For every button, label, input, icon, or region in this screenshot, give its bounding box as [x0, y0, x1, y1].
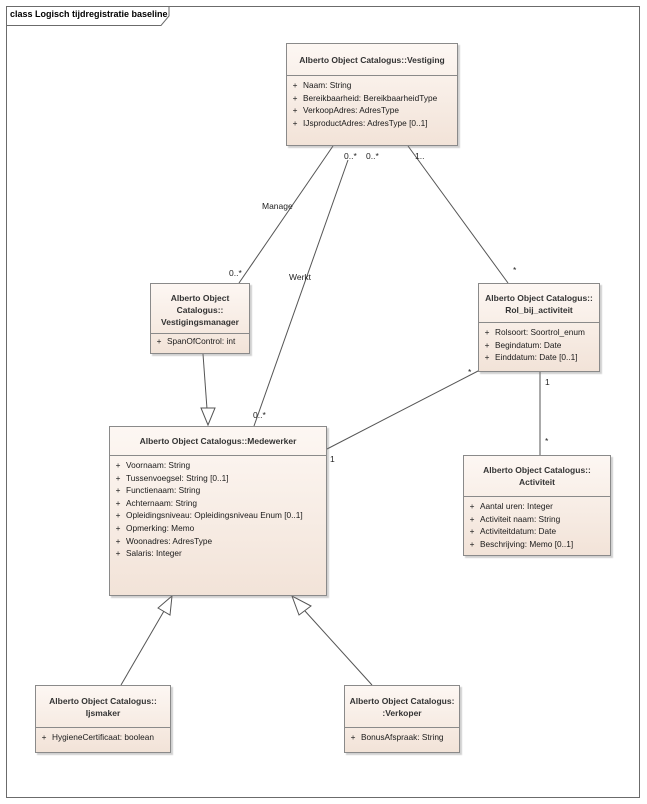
attribute: +Begindatum: Date — [484, 339, 562, 350]
werkt-source-multiplicity: 0..* — [344, 151, 357, 161]
class-vestiging-attributes: +Naam: String +Bereikbaarheid: Bereikbaa… — [287, 76, 457, 133]
vestiging-rol-association-line — [407, 145, 509, 284]
attribute: +Achternaam: String — [115, 497, 198, 508]
class-activiteit-attributes: +Aantal uren: Integer +Activiteit naam: … — [464, 497, 610, 554]
class-ijsmaker-name: Alberto Object Catalogus:: Ijsmaker — [36, 686, 170, 728]
ijsmaker-generalization-line — [120, 610, 165, 686]
vestiging-rol-target-multiplicity: * — [513, 265, 517, 275]
verkoper-generalization-line — [304, 610, 373, 686]
attribute: +IJsproductAdres: AdresType [0..1] — [292, 117, 428, 128]
rol-medewerker-association-line — [326, 369, 481, 450]
attribute: +BonusAfspraak: String — [350, 732, 444, 742]
class-medewerker[interactable]: Alberto Object Catalogus::Medewerker +Vo… — [109, 426, 327, 596]
attribute: +Opleidingsniveau: Opleidingsniveau Enum… — [115, 510, 303, 521]
attribute: +Tussenvoegsel: String [0..1] — [115, 472, 229, 483]
werkt-association-label: Werkt — [289, 272, 312, 282]
verkoper-generalization-arrowhead — [291, 594, 312, 616]
attribute: +Aantal uren: Integer — [469, 501, 553, 511]
vestiging-rol-source-multiplicity: 1.. — [415, 151, 425, 161]
class-rol-bij-activiteit-attributes: +Rolsoort: Soortrol_enum +Begindatum: Da… — [479, 323, 599, 368]
class-ijsmaker-attributes: +HygieneCertificaat: boolean — [36, 728, 170, 748]
class-verkoper-attributes: +BonusAfspraak: String — [345, 728, 459, 748]
attribute: +Einddatum: Date [0..1] — [484, 352, 578, 363]
vestigingsmanager-generalization-arrowhead — [200, 407, 216, 427]
diagram-frame-tab — [6, 6, 176, 26]
attribute: +Rolsoort: Soortrol_enum — [484, 327, 585, 337]
rol-activiteit-target-multiplicity: * — [545, 436, 549, 446]
rol-medewerker-target-multiplicity: 1 — [330, 454, 335, 464]
class-rol-bij-activiteit-name: Alberto Object Catalogus:: Rol_bij_activ… — [479, 284, 599, 323]
attribute: +Beschrijving: Memo [0..1] — [469, 538, 574, 549]
manage-association-line — [238, 145, 334, 284]
attribute: +HygieneCertificaat: boolean — [41, 732, 154, 742]
manage-association-label: Manage — [262, 201, 293, 211]
class-verkoper[interactable]: Alberto Object Catalogus: :Verkoper +Bon… — [344, 685, 460, 753]
attribute: +Activiteit naam: String — [469, 513, 561, 524]
class-vestigingsmanager-attributes: +SpanOfControl: int — [151, 334, 249, 350]
class-medewerker-attributes: +Voornaam: String +Tussenvoegsel: String… — [110, 456, 326, 564]
werkt-target-multiplicity: 0..* — [253, 410, 266, 420]
class-activiteit[interactable]: Alberto Object Catalogus:: Activiteit +A… — [463, 455, 611, 556]
vestigingsmanager-generalization-line — [202, 353, 208, 410]
attribute: +Woonadres: AdresType — [115, 535, 213, 546]
class-rol-bij-activiteit[interactable]: Alberto Object Catalogus:: Rol_bij_activ… — [478, 283, 600, 372]
class-medewerker-name: Alberto Object Catalogus::Medewerker — [110, 427, 326, 456]
ijsmaker-generalization-arrowhead — [157, 594, 173, 616]
werkt-association-line — [253, 159, 349, 427]
class-vestigingsmanager[interactable]: Alberto Object Catalogus:: Vestigingsman… — [150, 283, 250, 354]
class-vestiging-name: Alberto Object Catalogus::Vestiging — [287, 44, 457, 76]
manage-target-multiplicity: 0..* — [229, 268, 242, 278]
attribute: +VerkoopAdres: AdresType — [292, 105, 399, 116]
class-ijsmaker[interactable]: Alberto Object Catalogus:: Ijsmaker +Hyg… — [35, 685, 171, 753]
class-verkoper-name: Alberto Object Catalogus: :Verkoper — [345, 686, 459, 728]
attribute: +Opmerking: Memo — [115, 522, 195, 533]
attribute: +SpanOfControl: int — [156, 336, 236, 346]
attribute: +Voornaam: String — [115, 460, 191, 470]
attribute: +Salaris: Integer — [115, 548, 182, 559]
diagram-frame — [6, 6, 640, 798]
attribute: +Activiteitdatum: Date — [469, 526, 557, 537]
rol-medewerker-source-multiplicity: * — [468, 367, 472, 377]
attribute: +Bereikbaarheid: BereikbaarheidType — [292, 92, 438, 103]
class-vestiging[interactable]: Alberto Object Catalogus::Vestiging +Naa… — [286, 43, 458, 146]
class-activiteit-name: Alberto Object Catalogus:: Activiteit — [464, 456, 610, 497]
attribute: +Functienaam: String — [115, 485, 201, 496]
manage-source-multiplicity: 0..* — [366, 151, 379, 161]
diagram-title: class Logisch tijdregistratie baseline — [10, 9, 168, 19]
rol-activiteit-source-multiplicity: 1 — [545, 377, 550, 387]
class-vestigingsmanager-name: Alberto Object Catalogus:: Vestigingsman… — [151, 284, 249, 334]
attribute: +Naam: String — [292, 80, 352, 90]
